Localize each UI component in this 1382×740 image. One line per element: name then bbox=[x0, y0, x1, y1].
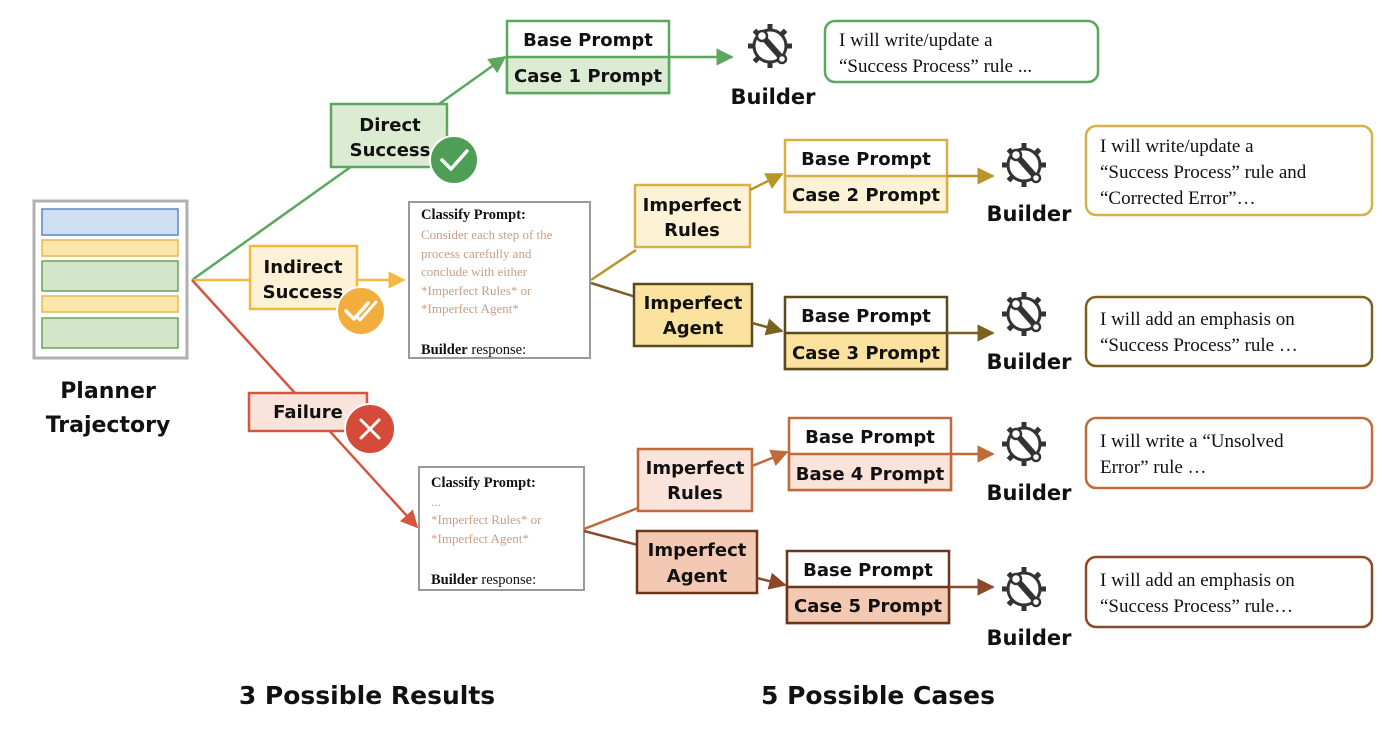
indirect-success-line2: Success bbox=[263, 282, 344, 303]
arrow-to-case3 bbox=[751, 318, 784, 336]
case-prompt-label: Case 2 Prompt bbox=[792, 185, 940, 206]
builder-response-line: I will write a “Unsolved bbox=[1100, 431, 1284, 452]
case-2: Base Prompt Case 2 Prompt Builder I will… bbox=[783, 124, 1374, 226]
gear-icon bbox=[1002, 292, 1046, 336]
classify-indirect-body: Consider each step of the process carefu… bbox=[421, 227, 553, 316]
classify-indirect-line: conclude with either bbox=[421, 264, 528, 279]
imperfect-agent-line2: Agent bbox=[663, 318, 724, 339]
case-prompt-label: Case 1 Prompt bbox=[514, 66, 662, 87]
arrow-direct-success bbox=[191, 55, 507, 282]
classify-indirect-title: Classify Prompt: bbox=[421, 207, 526, 223]
classify-indirect-line: *Imperfect Rules* or bbox=[421, 283, 532, 298]
result-indirect-success: Indirect Success bbox=[248, 244, 386, 336]
cross-icon bbox=[344, 403, 396, 455]
classify-indirect-response: Builder response: bbox=[421, 342, 526, 358]
builder-label: Builder bbox=[987, 626, 1073, 650]
imperfect-rules-line2: Rules bbox=[664, 220, 720, 241]
line-to-imperfect-rules bbox=[590, 248, 637, 282]
imperfect-rules-line1: Imperfect bbox=[643, 195, 742, 216]
imperfect-agent-line1: Imperfect bbox=[648, 540, 747, 561]
imperfect-rules-line2: Rules bbox=[667, 483, 723, 504]
classify-failure-title: Classify Prompt: bbox=[431, 475, 536, 491]
base-prompt-label: Base Prompt bbox=[801, 306, 931, 327]
base-prompt-label: Base Prompt bbox=[523, 30, 653, 51]
caption-possible-cases: 5 Possible Cases bbox=[761, 681, 995, 710]
planner-trajectory: Planner Trajectory bbox=[32, 199, 189, 438]
gear-icon bbox=[1002, 143, 1046, 187]
trajectory-step bbox=[41, 239, 179, 257]
check-icon bbox=[429, 135, 479, 185]
case-prompt-label: Base 4 Prompt bbox=[796, 464, 945, 485]
arrow-to-case2 bbox=[749, 172, 784, 192]
imperfect-rules-line1: Imperfect bbox=[646, 458, 745, 479]
base-prompt-label: Base Prompt bbox=[805, 427, 935, 448]
classify-indirect-line: process carefully and bbox=[421, 246, 532, 261]
builder-response-line: “Success Process” rule ... bbox=[839, 56, 1032, 77]
trajectory-step bbox=[41, 295, 179, 313]
case-4: Base Prompt Base 4 Prompt Builder I will… bbox=[787, 416, 1374, 505]
trajectory-step bbox=[41, 260, 179, 292]
classify-failure-line: ... bbox=[431, 494, 441, 509]
builder-label: Builder bbox=[731, 85, 817, 109]
classify-failure-line: *Imperfect Agent* bbox=[431, 531, 529, 546]
classify-failure-response: Builder response: bbox=[431, 572, 536, 588]
planner-label-line1: Planner bbox=[60, 379, 156, 404]
imperfect-agent-line1: Imperfect bbox=[644, 293, 743, 314]
case-3: Base Prompt Case 3 Prompt Builder I will… bbox=[783, 292, 1374, 374]
classify-indirect-line: Consider each step of the bbox=[421, 227, 553, 242]
category-arrows bbox=[583, 248, 639, 547]
line-to-imperfect-rules bbox=[583, 506, 639, 531]
line-to-imperfect-agent bbox=[583, 529, 639, 547]
builder-response-line: “Success Process” rule … bbox=[1100, 335, 1298, 356]
classify-failure-line: *Imperfect Rules* or bbox=[431, 512, 542, 527]
category-indirect-agent: Imperfect Agent bbox=[632, 282, 754, 348]
builder-response-line: “Success Process” rule and bbox=[1100, 162, 1307, 183]
builder-label: Builder bbox=[987, 481, 1073, 505]
arrow-to-case4 bbox=[751, 449, 789, 468]
builder-response-line: I will add an emphasis on bbox=[1100, 570, 1295, 591]
trajectory-step bbox=[41, 317, 179, 349]
planner-label-line2: Trajectory bbox=[46, 413, 171, 438]
classify-prompt-indirect: Classify Prompt: Consider each step of t… bbox=[408, 201, 591, 359]
category-failure-agent: Imperfect Agent bbox=[635, 529, 759, 595]
base-prompt-label: Base Prompt bbox=[803, 560, 933, 581]
category-failure-rules: Imperfect Rules bbox=[636, 447, 754, 513]
result-failure: Failure bbox=[247, 391, 396, 455]
indirect-success-line1: Indirect bbox=[264, 257, 343, 278]
builder-response-line: I will write/update a bbox=[1100, 136, 1254, 157]
classify-prompt-failure: Classify Prompt: ... *Imperfect Rules* o… bbox=[418, 466, 585, 591]
category-indirect-rules: Imperfect Rules bbox=[633, 183, 752, 249]
builder-label: Builder bbox=[987, 202, 1073, 226]
result-direct-success: Direct Success bbox=[329, 102, 479, 185]
classify-indirect-line: *Imperfect Agent* bbox=[421, 301, 519, 316]
case-5: Base Prompt Case 5 Prompt Builder I will… bbox=[785, 549, 1374, 650]
gear-icon bbox=[748, 24, 792, 68]
builder-response-line: “Corrected Error”… bbox=[1100, 188, 1256, 209]
direct-success-line1: Direct bbox=[359, 115, 421, 136]
base-prompt-label: Base Prompt bbox=[801, 149, 931, 170]
case-prompt-label: Case 5 Prompt bbox=[794, 596, 942, 617]
direct-success-line2: Success bbox=[350, 140, 431, 161]
builder-response-line: I will write/update a bbox=[839, 30, 993, 51]
caption-possible-results: 3 Possible Results bbox=[239, 681, 495, 710]
case-prompt-label: Case 3 Prompt bbox=[792, 343, 940, 364]
failure-label: Failure bbox=[273, 402, 343, 423]
builder-response-line: Error” rule … bbox=[1100, 457, 1207, 478]
builder-label: Builder bbox=[987, 350, 1073, 374]
imperfect-agent-line2: Agent bbox=[667, 566, 728, 587]
builder-response-line: “Success Process” rule… bbox=[1100, 596, 1293, 617]
double-check-icon bbox=[336, 286, 386, 336]
arrow-to-case5 bbox=[756, 572, 787, 590]
line-to-imperfect-agent bbox=[590, 281, 637, 299]
case-1: Base Prompt Case 1 Prompt Builder I will… bbox=[505, 19, 1100, 109]
prompt-arrows bbox=[749, 172, 789, 590]
builder-response-line: I will add an emphasis on bbox=[1100, 309, 1295, 330]
trajectory-step bbox=[41, 208, 179, 236]
gear-icon bbox=[1002, 567, 1046, 611]
gear-icon bbox=[1002, 422, 1046, 466]
